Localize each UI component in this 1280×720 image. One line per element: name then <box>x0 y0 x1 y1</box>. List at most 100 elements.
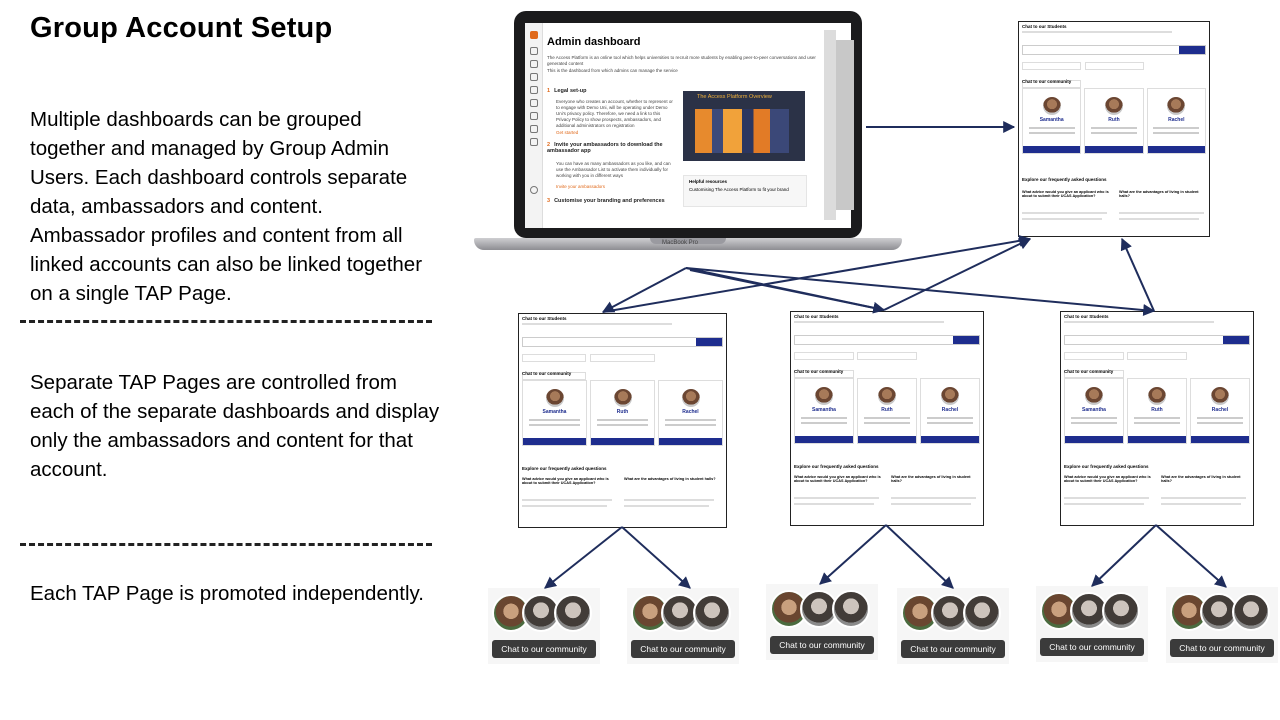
slide-title: Group Account Setup <box>30 12 333 44</box>
chat-to-community-button[interactable]: Chat to our community <box>1170 639 1274 657</box>
tap-search-input[interactable] <box>794 335 980 345</box>
tap-ambassador-cards: Samantha Ruth Rachel <box>1064 378 1250 444</box>
tap-page-3: Chat to our Students Chat to our communi… <box>1060 311 1254 526</box>
chat-now-button[interactable] <box>523 438 586 445</box>
chat-now-button[interactable] <box>1147 146 1205 153</box>
home-icon[interactable] <box>530 47 538 55</box>
chat-widget[interactable]: Chat to our community <box>627 588 739 664</box>
avatar <box>613 389 632 407</box>
invite-ambassadors-link[interactable]: Invite your ambassadors <box>556 184 606 189</box>
tap-search-button[interactable] <box>696 338 722 346</box>
step2-text: You can have as many ambassadors as you … <box>556 161 671 178</box>
tap-search-input[interactable] <box>1022 45 1206 55</box>
ambassador-name: Ruth <box>1108 117 1120 123</box>
tap-filters[interactable] <box>522 349 723 380</box>
overview-video[interactable]: The Access Platform Overview <box>683 91 805 161</box>
share-icon[interactable] <box>530 125 538 133</box>
paragraph-promoted-independently: Each TAP Page is promoted independently. <box>30 582 424 605</box>
globe-icon[interactable] <box>530 99 538 107</box>
ambassador-name: Rachel <box>941 407 959 413</box>
chat-now-button[interactable] <box>1023 146 1081 153</box>
chat-now-button[interactable] <box>921 436 979 443</box>
avatar <box>1148 387 1166 405</box>
avatar <box>1104 97 1123 115</box>
faq-question-2: What are the advantages of living in stu… <box>1119 190 1199 198</box>
logo-icon <box>530 31 538 39</box>
screen-backdrop <box>824 30 836 220</box>
chat-to-community-button[interactable]: Chat to our community <box>631 640 735 658</box>
ambassador-name: Rachel <box>1211 407 1229 413</box>
tap-filters[interactable] <box>794 347 980 378</box>
avatar-icon[interactable] <box>530 186 538 194</box>
avatar <box>693 594 731 632</box>
tap-filters[interactable] <box>1064 347 1250 378</box>
chat-to-community-button[interactable]: Chat to our community <box>770 636 874 654</box>
video-title: The Access Platform Overview <box>697 94 772 100</box>
tap-search-button[interactable] <box>953 336 979 344</box>
chat-widget[interactable]: Chat to our community <box>488 588 600 664</box>
ambassador-card: Samantha <box>794 378 854 444</box>
helpful-title: Helpful resources <box>689 179 728 184</box>
tap-search-button[interactable] <box>1223 336 1249 344</box>
chat-to-community-button[interactable]: Chat to our community <box>901 640 1005 658</box>
settings-icon[interactable] <box>530 112 538 120</box>
chat-now-button[interactable] <box>1085 146 1143 153</box>
ambassador-card: Ruth <box>1084 88 1144 154</box>
avatar <box>1200 593 1238 631</box>
avatar <box>522 594 560 632</box>
avatar <box>1102 592 1140 630</box>
arrow-hub-to-tap-1 <box>601 267 687 313</box>
tap-subtitle-line <box>794 321 944 323</box>
step1-text: Everyone who creates an account, whether… <box>556 99 673 128</box>
chat-now-button[interactable] <box>858 436 916 443</box>
chat-now-button[interactable] <box>1065 436 1123 443</box>
arrow-tap-2-to-main <box>883 238 1032 311</box>
laptop-base <box>474 238 902 250</box>
chat-now-button[interactable] <box>1191 436 1249 443</box>
faq-question-2: What are the advantages of living in stu… <box>1161 475 1241 483</box>
chat-widget[interactable]: Chat to our community <box>897 588 1009 664</box>
tap-ambassador-cards: Samantha Ruth Rachel <box>794 378 980 444</box>
tap-search-button[interactable] <box>1179 46 1205 54</box>
helpful-resources-panel: Helpful resources Customising The Access… <box>683 175 807 207</box>
clock-icon[interactable] <box>530 86 538 94</box>
tap-search-input[interactable] <box>522 337 723 347</box>
tap-filters[interactable] <box>1022 57 1206 88</box>
edit-icon[interactable] <box>530 138 538 146</box>
ambassador-name: Samantha <box>812 407 836 413</box>
divider-2 <box>20 543 432 546</box>
avatar <box>1232 593 1270 631</box>
arrow-tap-2-to-widget-3 <box>819 524 887 585</box>
ambassador-card: Samantha <box>1064 378 1124 444</box>
chat-to-community-button[interactable]: Chat to our community <box>1040 638 1144 656</box>
ambassador-name: Samantha <box>1082 407 1106 413</box>
tap-header: Chat to our Students <box>1022 24 1067 29</box>
step-invite-label: Invite your ambassadors to download the … <box>547 142 663 154</box>
chat-widget[interactable]: Chat to our community <box>1036 586 1148 662</box>
avatar <box>878 387 896 405</box>
arrow-link-2 <box>689 269 885 311</box>
get-started-link[interactable]: Get started <box>556 130 579 135</box>
tap-header: Chat to our Students <box>522 316 567 321</box>
ambassador-name: Ruth <box>881 407 893 413</box>
avatar <box>1211 387 1229 405</box>
chat-now-button[interactable] <box>659 438 722 445</box>
ambassador-card: Rachel <box>1146 88 1206 154</box>
tap-page-2: Chat to our Students Chat to our communi… <box>790 311 984 526</box>
tap-page-main: Chat to our Students Chat to our communi… <box>1018 21 1210 237</box>
chat-to-community-button[interactable]: Chat to our community <box>492 640 596 658</box>
chat-now-button[interactable] <box>795 436 853 443</box>
chat-now-button[interactable] <box>1128 436 1186 443</box>
chat-widget[interactable]: Chat to our community <box>766 584 878 660</box>
dashboard-intro: The Access Platform is an online tool wh… <box>547 55 816 66</box>
chat-now-button[interactable] <box>591 438 654 445</box>
helpful-link[interactable]: Customising The Access Platform to fit y… <box>689 187 789 192</box>
chat-icon[interactable] <box>530 60 538 68</box>
chat-widget[interactable]: Chat to our community <box>1166 587 1278 663</box>
tap-search-input[interactable] <box>1064 335 1250 345</box>
tap-page-1: Chat to our Students Chat to our communi… <box>518 313 727 528</box>
content-icon[interactable] <box>530 73 538 81</box>
avatar <box>815 387 833 405</box>
